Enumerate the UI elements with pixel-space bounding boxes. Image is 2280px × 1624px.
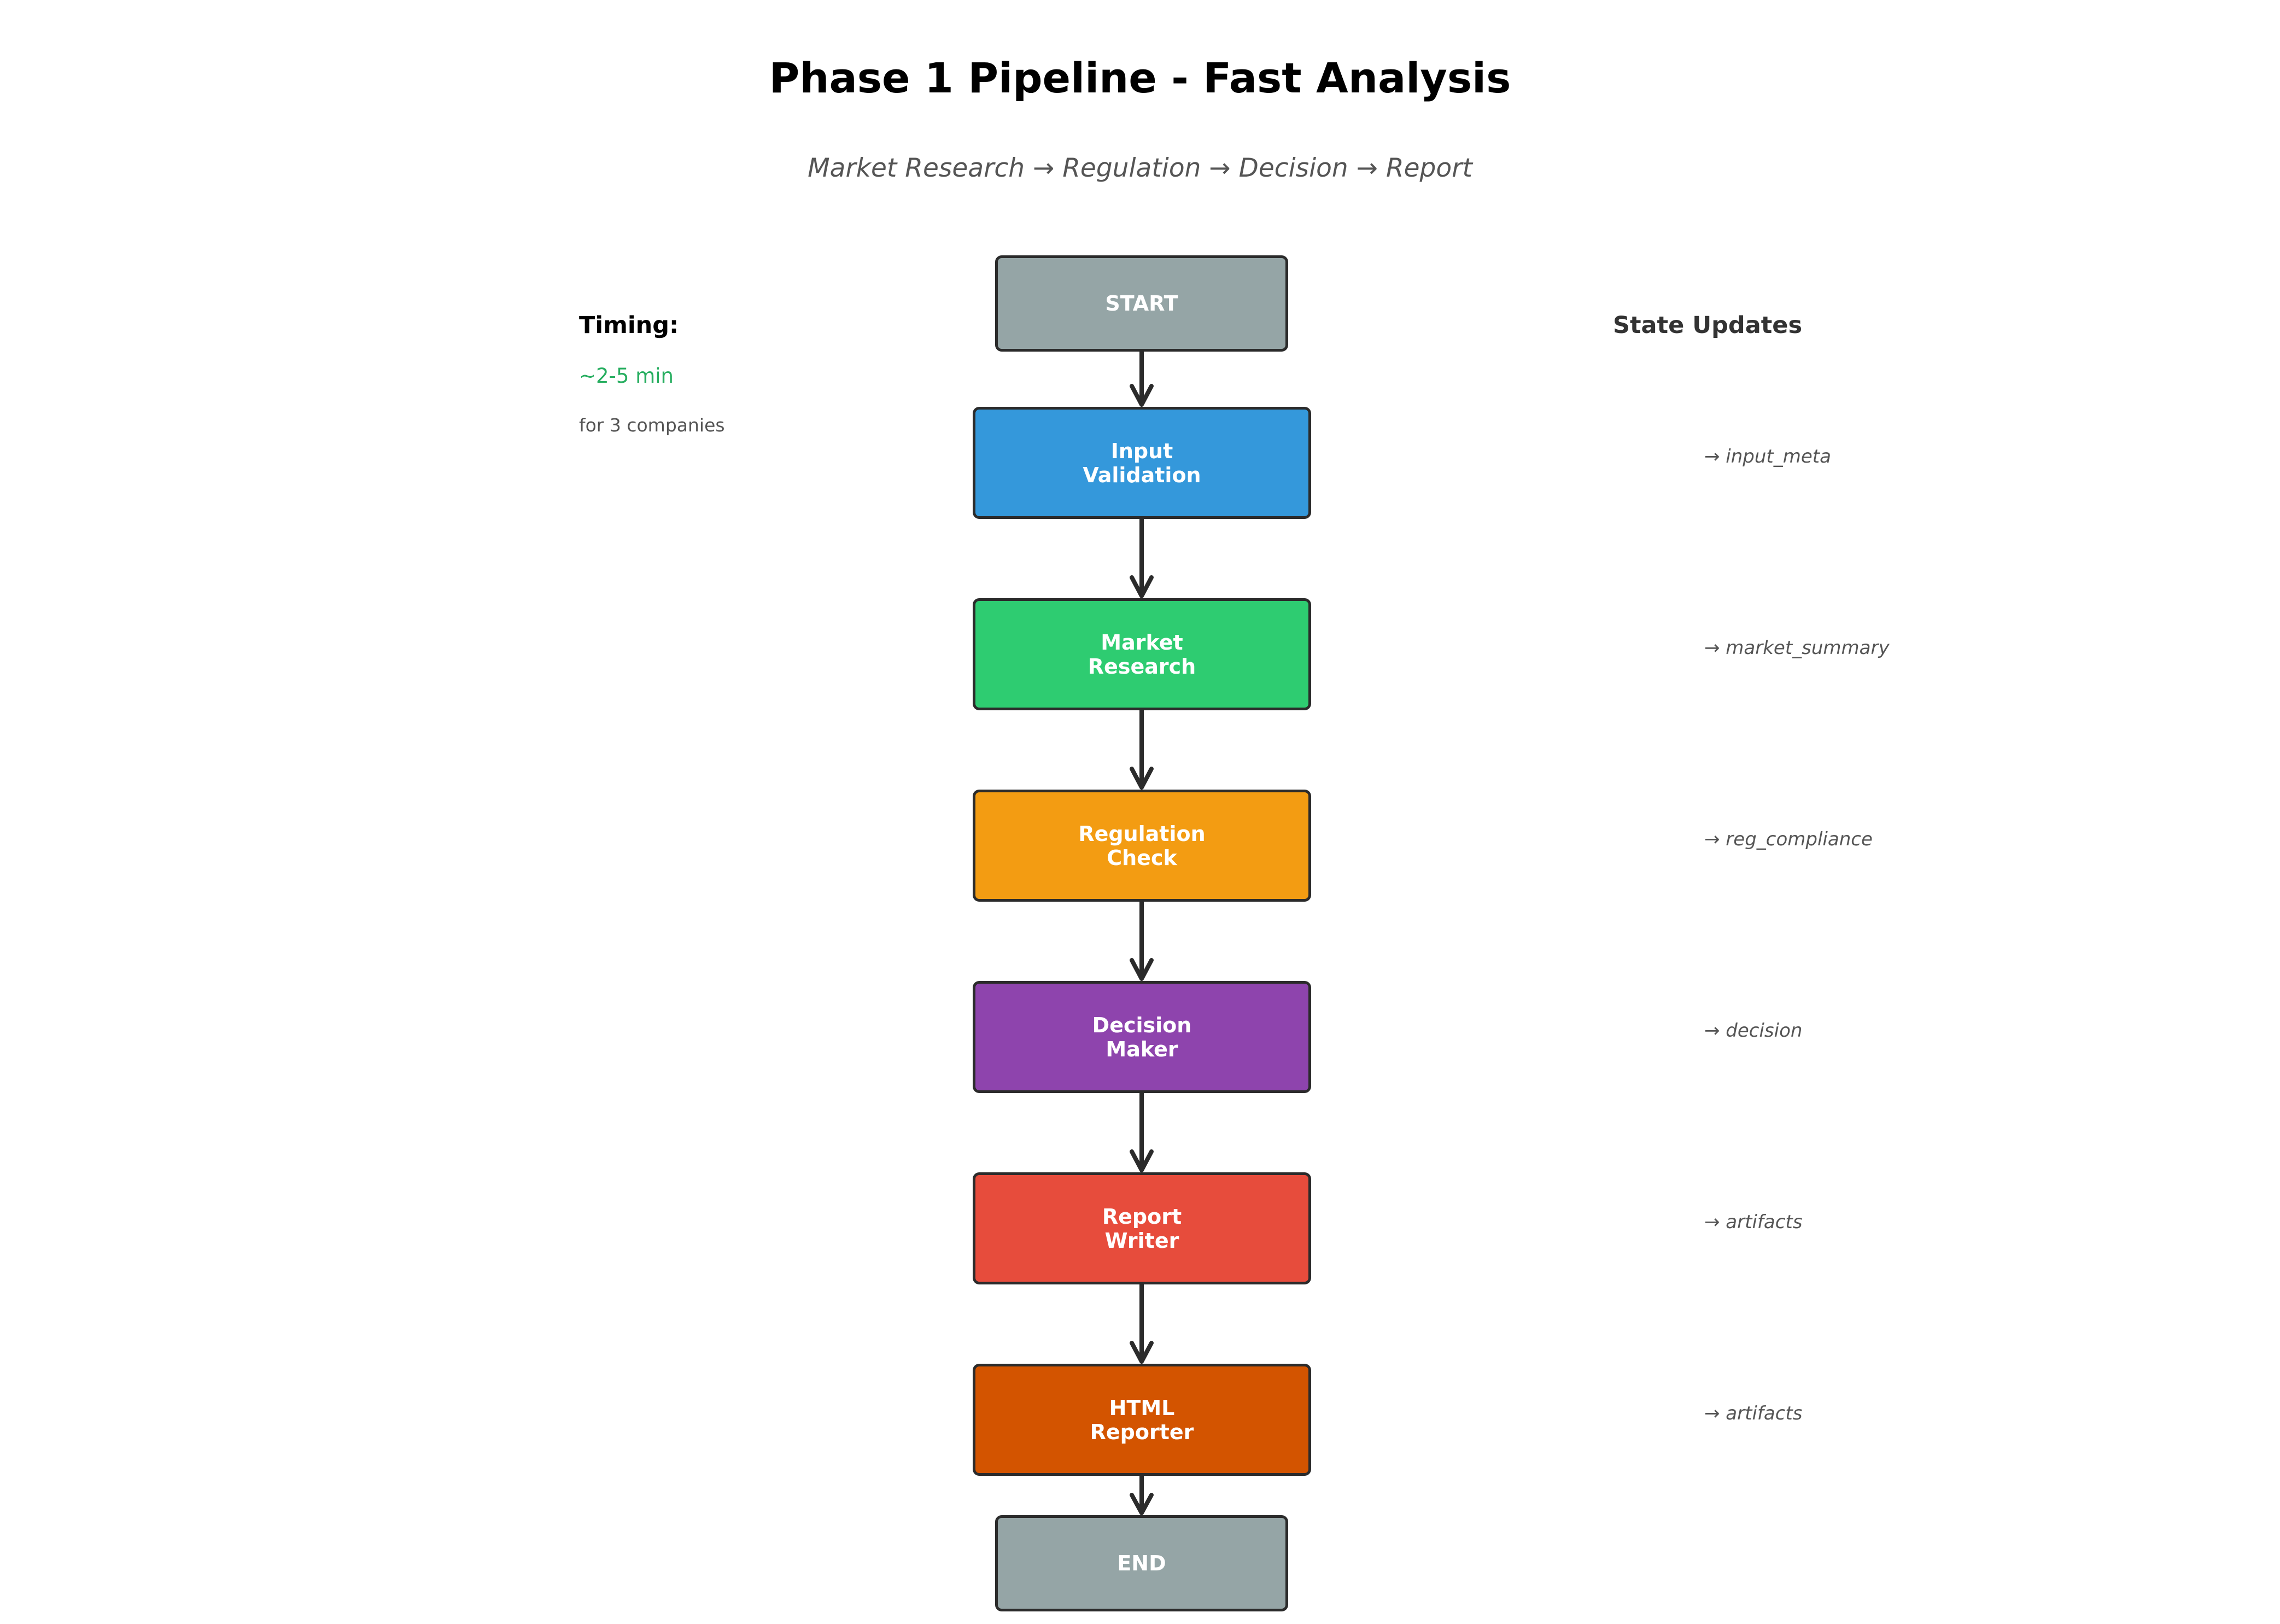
state-update-market-summary: → market_summary [1704, 637, 1890, 659]
state-update-reg-compliance: → reg_compliance [1704, 828, 1873, 850]
state-update-artifacts: → artifacts [1704, 1211, 1803, 1233]
node-html-reporter: HTML Reporter [973, 1364, 1311, 1476]
page-title: Phase 1 Pipeline - Fast Analysis [769, 54, 1511, 102]
state-update-artifacts-html: → artifacts [1704, 1403, 1803, 1424]
timing-heading: Timing: [579, 312, 679, 339]
node-regulation-check: Regulation Check [973, 790, 1311, 902]
arrowhead-decision-maker [1130, 958, 1154, 981]
state-updates-heading: State Updates [1613, 312, 1803, 339]
arrowhead-html-reporter [1130, 1341, 1154, 1364]
arrowhead-market-research [1130, 575, 1154, 598]
node-decision-maker: Decision Maker [973, 981, 1311, 1093]
node-start: START [995, 255, 1288, 352]
timing-note: for 3 companies [579, 414, 725, 436]
arrowhead-report-writer [1130, 1149, 1154, 1172]
node-market-research: Market Research [973, 598, 1311, 710]
arrowhead-end [1130, 1493, 1154, 1515]
node-input-validation: Input Validation [973, 407, 1311, 519]
timing-value: ~2-5 min [579, 364, 674, 388]
node-report-writer: Report Writer [973, 1172, 1311, 1284]
state-update-input-meta: → input_meta [1704, 446, 1831, 468]
node-end: END [995, 1515, 1288, 1611]
page-subtitle: Market Research → Regulation → Decision … [808, 153, 1472, 183]
state-update-decision: → decision [1704, 1020, 1803, 1042]
arrowhead-regulation-check [1130, 767, 1154, 790]
arrowhead-input-validation [1130, 384, 1154, 407]
